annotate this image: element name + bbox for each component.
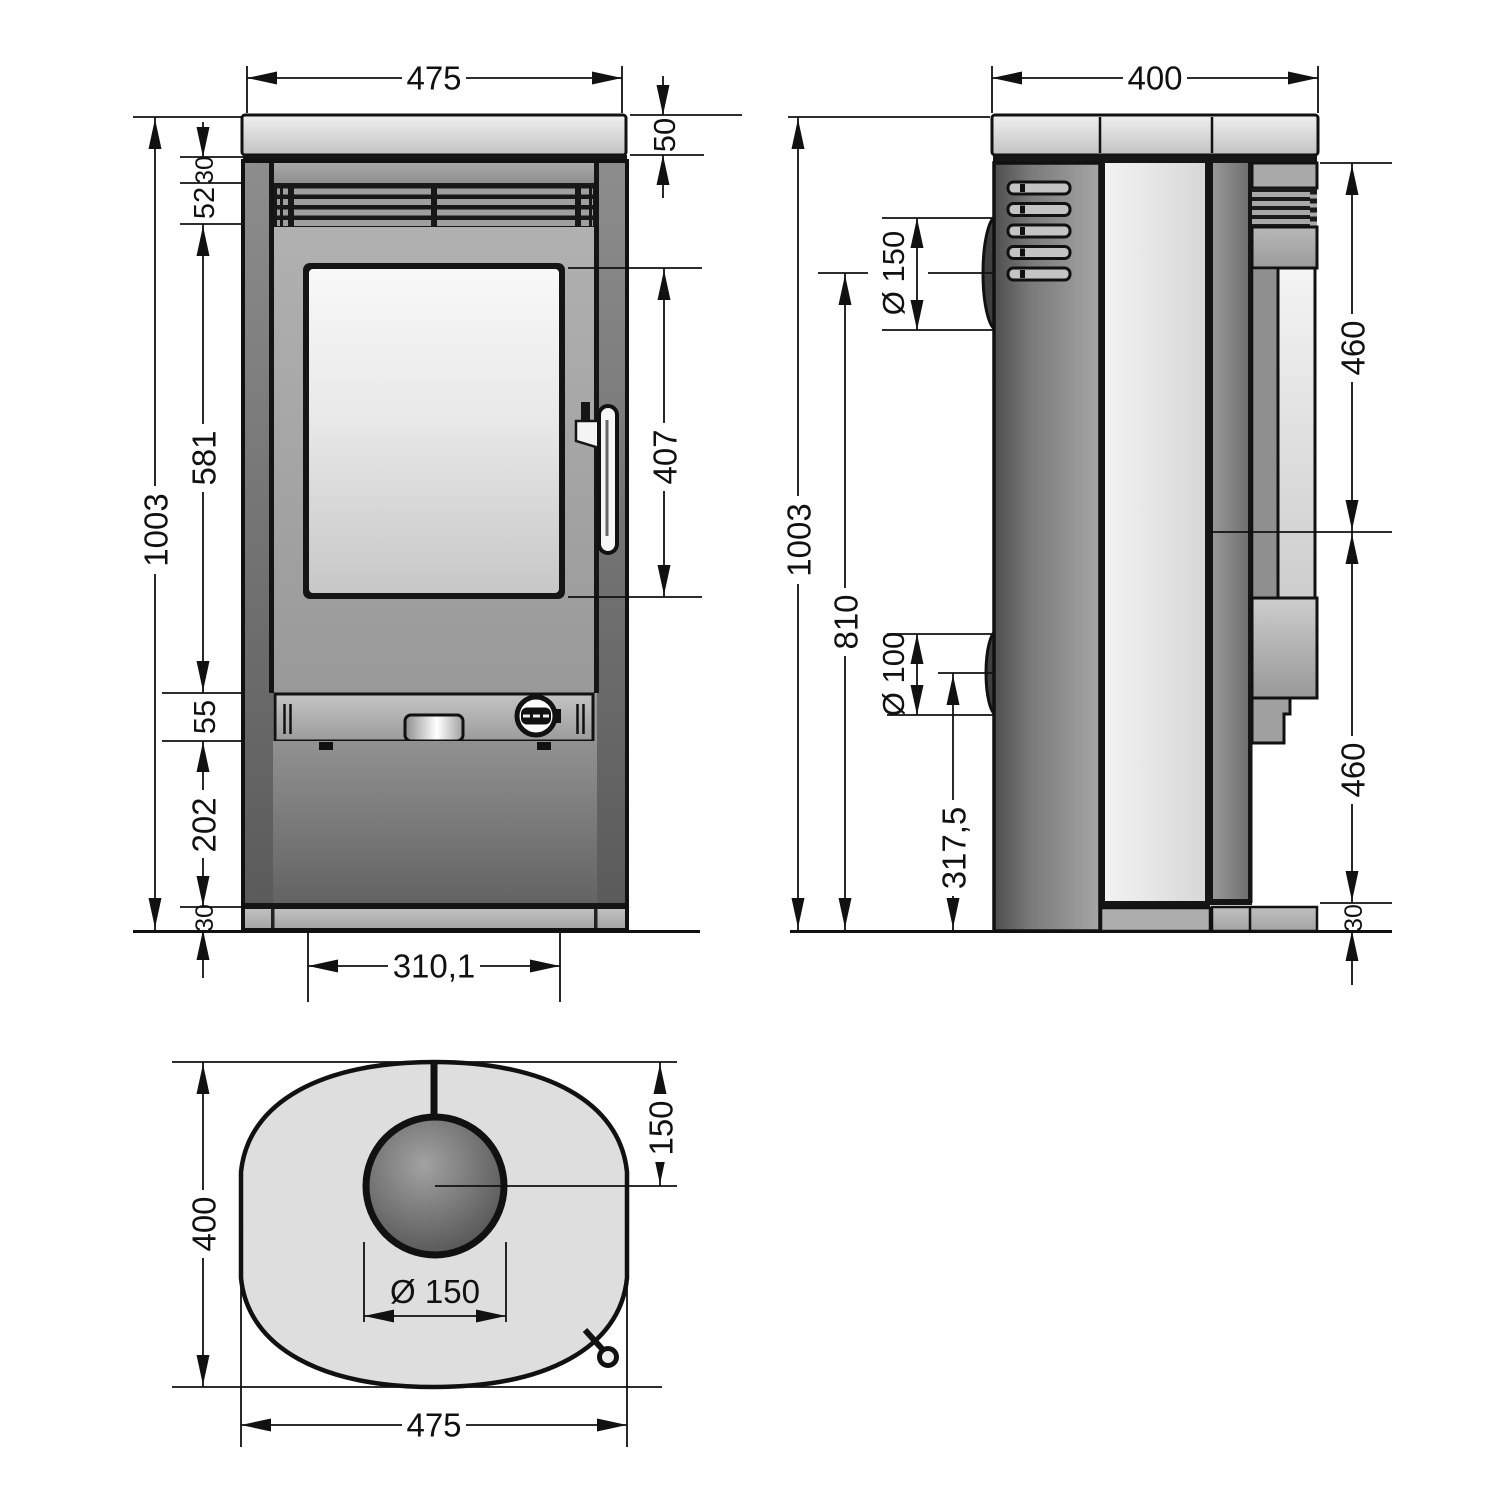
handle-top-view [582,1327,619,1368]
top-dimensions: 400 150 Ø 150 475 [172,1061,680,1447]
foot-mark-right [537,742,551,750]
side-dimensions: 400 1003 810 Ø 150 Ø 100 317,5 460 [781,60,1392,985]
plate-gap-side [993,155,1317,164]
front-dimensions: 475 50 30 52 581 55 202 30 1003 407 [133,60,742,1002]
plinth-side [1210,905,1319,933]
vent-grille-front [273,183,597,227]
dim-side-depth: 400 [1127,60,1182,97]
door-profile [1250,161,1319,745]
dim-top-flue-offset: 150 [643,1100,680,1155]
dim-front-body: 581 [186,430,223,485]
plinth-front [243,909,627,930]
plinth-line [243,903,627,909]
plinth-div-r [594,909,598,930]
dim-top-width: 475 [406,1407,461,1444]
mid-bottom-line [1100,901,1210,908]
plinth-mid [1099,906,1212,933]
dim-front-band: 55 [187,700,222,734]
dim-front-door-width: 310,1 [393,948,476,985]
dim-side-plinth: 30 [1340,904,1368,932]
control-band [273,692,595,743]
door-window [303,263,565,599]
top-view [238,1059,630,1390]
top-plate-side [990,113,1320,157]
ignition-knob [514,694,561,738]
rcol-edge-l [1208,163,1213,903]
mid-edge-l [1100,163,1105,906]
left-edge-line [269,163,274,693]
air-slider-tab [403,713,465,743]
dim-front-window: 407 [647,429,684,484]
plinth-div-l [271,909,275,930]
front-view [133,113,700,933]
window-side [1276,266,1317,600]
side-view [790,113,1392,933]
dim-front-plinth: 30 [191,904,219,932]
front-column-side [1212,163,1252,903]
door-frame-strip [1250,266,1280,600]
top-strip [273,163,597,183]
dim-top-flue-diameter: Ø 150 [390,1273,480,1310]
dim-front-plate: 50 [647,118,682,152]
dim-front-top-offset: 30 [191,156,219,184]
back-shell [992,161,1102,933]
vent-grille-side [1252,188,1317,227]
vent-slots-side [1006,180,1072,282]
base-panel [273,741,597,904]
dim-side-rear-flue: Ø 100 [876,632,911,716]
dim-front-height: 1003 [138,493,175,566]
dim-side-lower: 460 [1335,742,1372,797]
dim-side-height: 1003 [781,503,818,576]
dim-front-base: 202 [186,797,223,852]
dim-side-flue-height: 810 [828,594,865,649]
dim-top-depth: 400 [186,1196,223,1251]
top-plate-front [240,113,628,157]
mid-column [1100,163,1210,906]
dim-side-rear-flue-height: 317,5 [936,807,973,890]
rcol-bottom-line [1208,899,1252,905]
dim-side-upper: 460 [1335,320,1372,375]
door-handle [574,402,619,555]
dim-front-grille: 52 [189,187,221,219]
foot-mark-left [319,742,333,750]
dim-front-width: 475 [406,60,461,97]
rcol-edge-r [1248,163,1253,903]
top-split-line [430,1062,438,1119]
dim-side-top-flue: Ø 150 [876,231,911,315]
mid-edge-r [1205,163,1210,906]
